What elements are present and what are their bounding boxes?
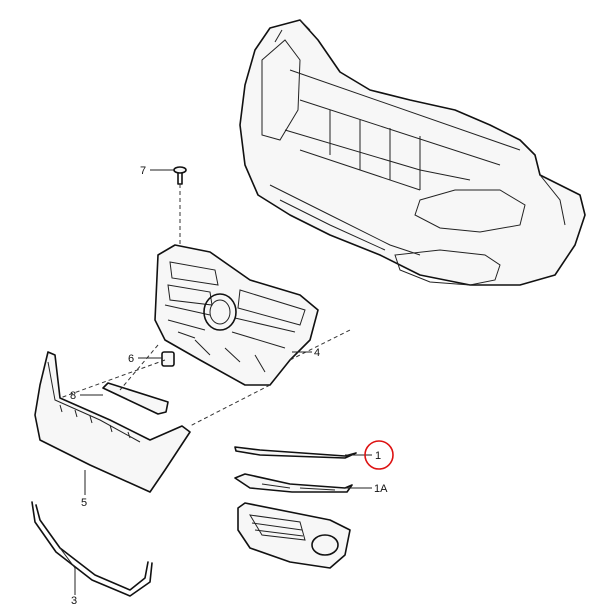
callout-6[interactable]: 6 [128, 353, 134, 365]
lower-trim-strip [31, 501, 153, 597]
callout-1-highlight [364, 440, 394, 470]
clip [161, 351, 175, 367]
chrome-strip [234, 446, 357, 459]
bolt [173, 166, 187, 185]
callouts: 7 6 8 4 5 3 1 1A [70, 165, 394, 607]
assembly-lines [59, 184, 351, 427]
lower-bumper-panel [34, 351, 191, 493]
callout-1a[interactable]: 1A [374, 483, 388, 495]
fog-lamp-grille [237, 502, 351, 569]
fog-lamp-trim [234, 473, 353, 493]
callout-4[interactable]: 4 [314, 347, 320, 359]
callout-7[interactable]: 7 [140, 165, 146, 177]
callout-3[interactable]: 3 [71, 595, 77, 607]
radiator-grille [154, 244, 319, 386]
callout-8[interactable]: 8 [70, 390, 76, 402]
bumper-cover [239, 19, 586, 286]
trim-strip [102, 382, 169, 415]
leader-lines [59, 169, 372, 595]
callout-5[interactable]: 5 [81, 497, 87, 509]
callout-1[interactable]: 1 [375, 450, 381, 462]
